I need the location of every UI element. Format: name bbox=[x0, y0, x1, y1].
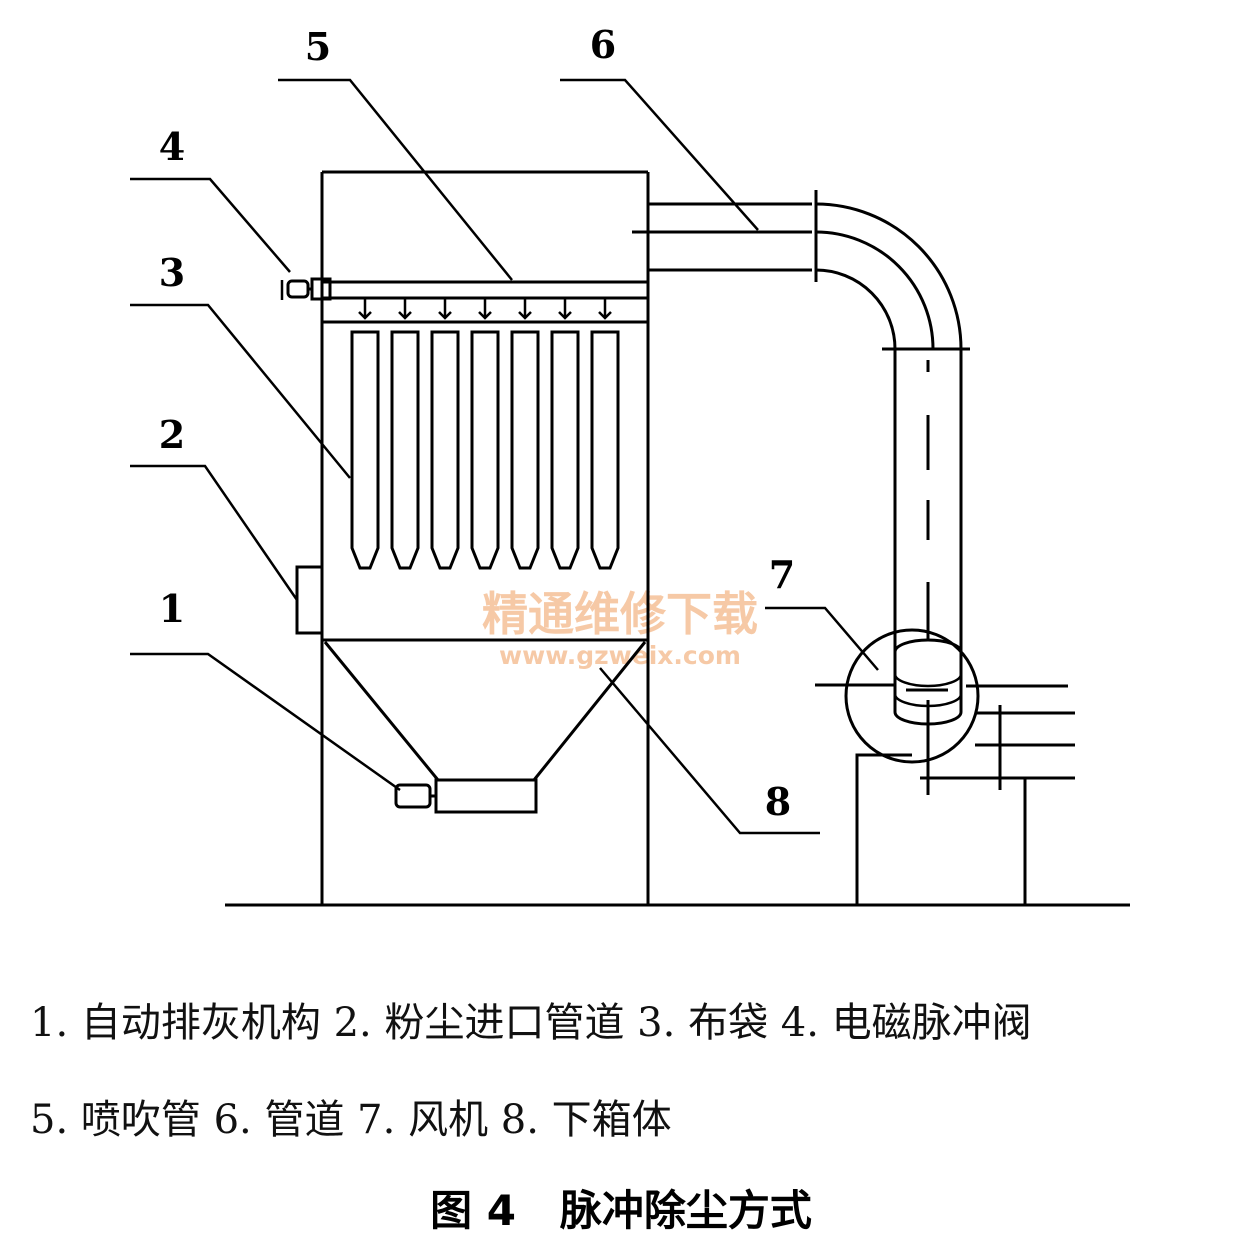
pulse-dust-collector-diagram: 精通维修下载 www.gzweix.com bbox=[130, 22, 1130, 907]
callout-4: 4 bbox=[159, 124, 185, 169]
watermark-title: 精通维修下载 bbox=[482, 587, 758, 641]
duct bbox=[632, 190, 970, 652]
fan-base bbox=[855, 753, 1027, 905]
callout-8: 8 bbox=[765, 779, 791, 824]
collector-housing bbox=[320, 170, 650, 905]
lower-box-hopper bbox=[323, 641, 647, 781]
callout-1: 1 bbox=[159, 586, 185, 631]
callout-leaders bbox=[130, 78, 879, 835]
callout-6: 6 bbox=[590, 22, 616, 67]
filter-bags bbox=[350, 330, 620, 570]
callout-2: 2 bbox=[159, 412, 185, 457]
blow-pipe bbox=[322, 280, 648, 300]
solenoid-pulse-valve bbox=[280, 277, 332, 301]
callout-5: 5 bbox=[305, 24, 331, 69]
auto-ash-discharge bbox=[394, 778, 538, 814]
legend-line-1: 1. 自动排灰机构 2. 粉尘进口管道 3. 布袋 4. 电磁脉冲阀 bbox=[30, 1000, 1032, 1046]
figure-caption: 图 4 脉冲除尘方式 bbox=[430, 1186, 812, 1235]
callout-7: 7 bbox=[769, 552, 795, 597]
legend-line-2: 5. 喷吹管 6. 管道 7. 风机 8. 下箱体 bbox=[30, 1097, 672, 1143]
callout-3: 3 bbox=[159, 250, 185, 295]
dust-inlet-duct bbox=[295, 565, 322, 635]
watermark-url: www.gzweix.com bbox=[499, 641, 741, 670]
blow-nozzles bbox=[358, 298, 612, 320]
fan bbox=[815, 628, 1075, 795]
